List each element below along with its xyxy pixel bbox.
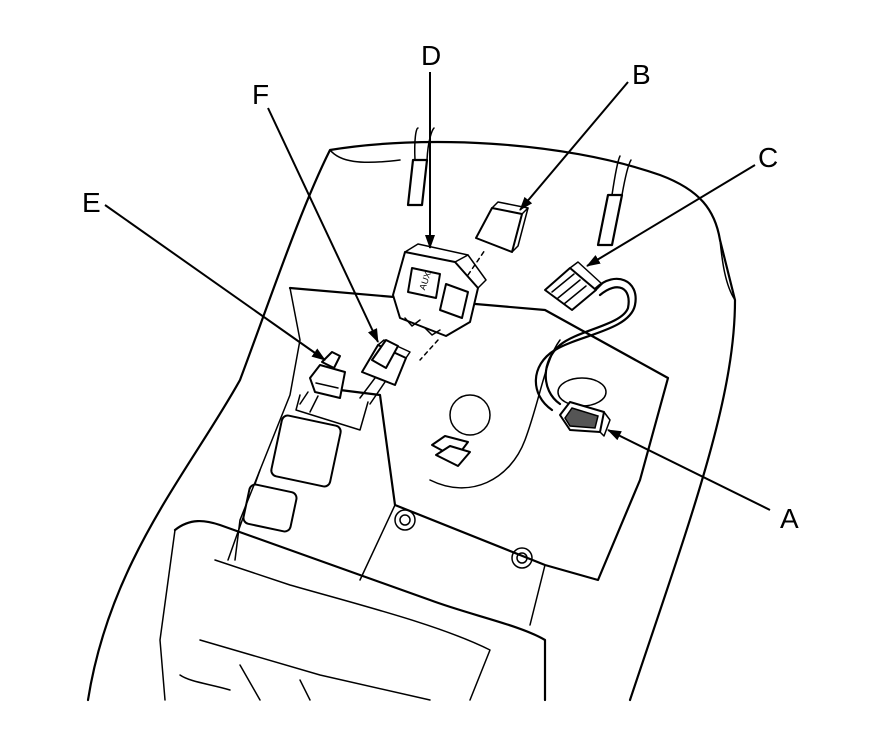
tray-hole	[449, 394, 491, 436]
callout-d: D	[421, 40, 441, 71]
leader-a	[607, 429, 771, 511]
mount-hole-left	[394, 509, 416, 531]
part-e-connector	[299, 351, 346, 413]
part-c-connector-cable	[534, 261, 637, 412]
mount-hole-left-inner	[399, 514, 411, 526]
leader-b	[519, 81, 629, 211]
part-b-connector	[467, 201, 529, 276]
wire-stubs	[406, 127, 632, 247]
callout-b: B	[632, 59, 651, 90]
callout-c: C	[758, 142, 778, 173]
tray-clip	[431, 435, 471, 467]
console-lid	[159, 520, 547, 702]
callout-e: E	[82, 187, 101, 218]
callout-f: F	[252, 79, 269, 110]
tray-recess	[557, 377, 607, 407]
leader-e	[104, 204, 326, 361]
callout-a: A	[780, 503, 799, 534]
part-a-connector	[559, 401, 611, 437]
leader-c	[586, 164, 756, 267]
mount-hole-right-inner	[516, 552, 528, 564]
mount-hole-right	[511, 547, 533, 569]
leader-f	[267, 107, 379, 343]
part-d-aux-switch: AUX	[392, 243, 487, 361]
part-f-connector	[359, 339, 411, 405]
leader-lines	[104, 72, 771, 511]
console-shell	[86, 140, 737, 702]
left-slots	[234, 394, 369, 561]
